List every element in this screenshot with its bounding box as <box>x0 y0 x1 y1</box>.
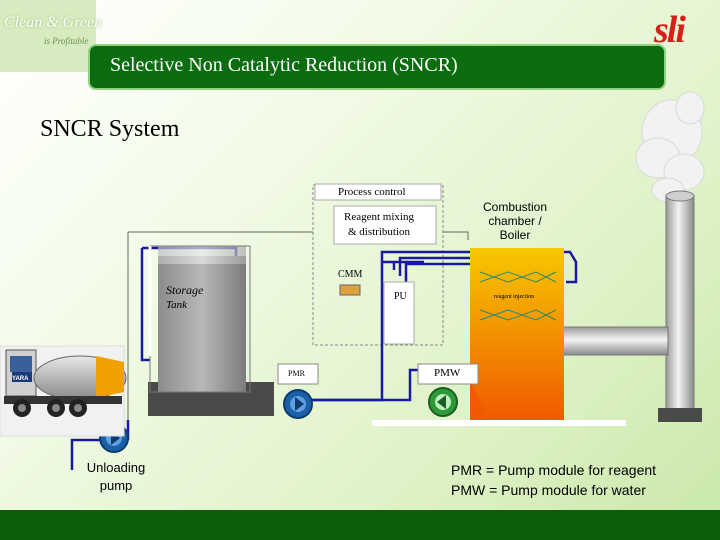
pmr-pump-icon <box>283 389 313 419</box>
storage-label: Storage <box>166 283 204 297</box>
reagent-mixing-label-1: Reagent mixing <box>344 211 414 223</box>
combustion-label-2: chamber / <box>488 214 542 228</box>
logo-text-main: Clean & Green <box>4 14 103 31</box>
pmr-label: PMR <box>288 369 305 378</box>
water-pipe <box>300 368 430 402</box>
pmr-box <box>277 363 319 385</box>
process-control-box <box>314 183 442 201</box>
injection-grid <box>479 271 557 321</box>
chimney-base <box>658 408 702 422</box>
reagent-mixing-label-2: & distribution <box>348 226 411 238</box>
process-control-label: Process control <box>338 186 406 198</box>
chimney <box>665 195 695 417</box>
legend-pmr: PMR = Pump module for reagent <box>451 462 657 478</box>
cmm-label: CMM <box>338 269 363 280</box>
storage-tank <box>148 245 274 416</box>
footer-bar <box>0 510 720 540</box>
logo-text-sub: is Profitable <box>44 36 89 46</box>
pmw-box <box>417 363 479 385</box>
smoke-cloud <box>635 91 705 203</box>
pu-label: PU <box>394 291 407 302</box>
sli-logo: sli <box>648 8 712 52</box>
section-title: SNCR System <box>40 116 180 142</box>
combustion-label-3: Boiler <box>499 228 531 242</box>
title-bar <box>88 44 666 90</box>
reagent-mixing-box <box>333 205 437 245</box>
slide-title: Selective Non Catalytic Reduction (SNCR) <box>110 54 458 76</box>
unloading-label-1: Unloading <box>86 460 146 475</box>
tank-label: Tank <box>166 299 187 311</box>
combustion-label-1: Combustion <box>482 200 548 214</box>
ground-line <box>372 420 626 426</box>
boiler-hopper <box>470 380 488 420</box>
reagent-injection-label: reagent injection <box>494 294 535 300</box>
pmw-label: PMW <box>434 367 461 379</box>
unloading-label-2: pump <box>99 478 133 493</box>
pu-box <box>383 281 415 345</box>
cmm-component <box>339 284 361 296</box>
legend-pmw: PMW = Pump module for water <box>451 482 646 498</box>
sli-logo-text: sli <box>654 9 686 51</box>
tanker-truck <box>0 345 127 437</box>
clean-green-logo: Clean & Green is Profitable <box>0 0 102 72</box>
combustion-chamber <box>470 248 564 420</box>
truck-brand-label: YARA <box>12 376 29 382</box>
pmw-pump-icon <box>428 387 458 417</box>
